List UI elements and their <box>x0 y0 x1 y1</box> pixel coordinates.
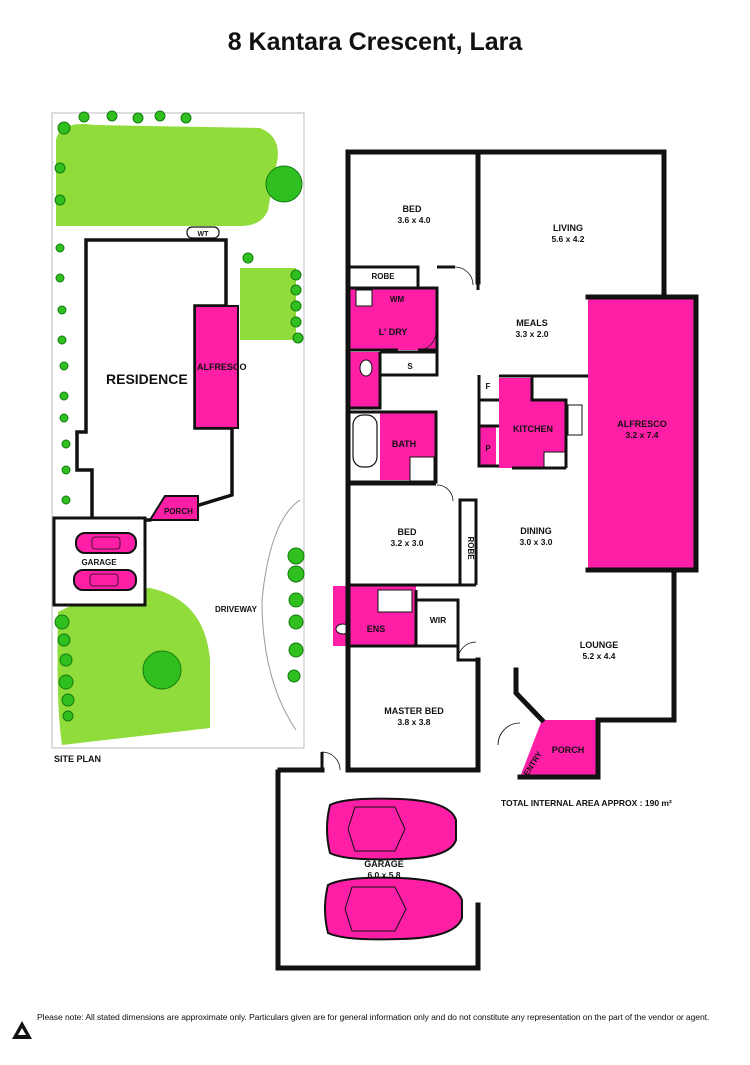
washing-machine <box>355 289 373 307</box>
total-area: TOTAL INTERNAL AREA APPROX : 190 m² <box>501 798 672 808</box>
bed2-size: 3.6 x 4.0 <box>397 215 430 225</box>
pantry-area <box>479 426 496 466</box>
garage-label: GARAGE <box>364 859 404 869</box>
site-porch-label: PORCH <box>164 507 193 516</box>
wall-alfresco <box>585 294 699 573</box>
wall-porch <box>517 717 601 780</box>
side-lawn <box>240 268 296 340</box>
site-alfresco <box>194 305 239 429</box>
site-driveway-label: DRIVEWAY <box>215 605 258 614</box>
house-plan: BED 3.6 x 4.0 LIVING 5.6 x 4.2 ROBE WM L… <box>275 149 699 971</box>
rear-lawn <box>57 588 210 745</box>
meals-label: MEALS <box>516 318 548 328</box>
wall-garage <box>275 769 481 971</box>
wall-fridge <box>477 375 499 468</box>
toilet <box>359 359 373 377</box>
wall-lounge-angle <box>513 667 546 724</box>
water-tank <box>186 226 220 239</box>
site-car-1 <box>75 532 137 554</box>
dining-size: 3.0 x 3.0 <box>519 537 552 547</box>
garage-car-1 <box>326 797 457 861</box>
wall-laundry <box>350 265 439 352</box>
laundry-label: L' DRY <box>379 327 408 337</box>
bed3-size: 3.2 x 3.0 <box>390 538 423 548</box>
wall-toilet <box>350 352 382 410</box>
site-plan: WT RESIDENCE ALFRESCO PORCH GARAGE DRIVE… <box>51 110 305 764</box>
ens-label: ENS <box>367 624 386 634</box>
bathtub <box>352 414 378 468</box>
bed3-label: BED <box>397 527 417 537</box>
agency-logo-icon <box>12 1021 32 1039</box>
master-label: MASTER BED <box>384 706 444 716</box>
site-garage-label: GARAGE <box>81 558 117 567</box>
wall-bath <box>350 410 438 484</box>
wall-robe2 <box>458 498 478 585</box>
site-plan-caption: SITE PLAN <box>54 754 101 764</box>
wall-lounge-east <box>595 567 677 723</box>
alfresco-size: 3.2 x 7.4 <box>625 430 658 440</box>
page-title: 8 Kantara Crescent, Lara <box>227 28 523 56</box>
ensuite-shower <box>377 589 413 613</box>
site-car-2 <box>73 569 137 591</box>
fridge-label: F <box>486 382 491 391</box>
wm-label: WM <box>390 295 405 304</box>
cooktop <box>543 451 567 469</box>
shower <box>409 456 435 482</box>
wall-living-north <box>475 149 667 300</box>
dining-label: DINING <box>520 526 552 536</box>
lounge-label: LOUNGE <box>580 640 619 650</box>
site-alfresco-label: ALFRESCO <box>197 362 247 372</box>
porch-area <box>520 720 598 777</box>
wir-label: WIR <box>430 615 447 625</box>
shrubs <box>54 110 305 722</box>
lounge-size: 5.2 x 4.4 <box>582 651 615 661</box>
wall-master-north <box>350 644 478 662</box>
garage-car-2 <box>324 876 463 941</box>
alfresco-area <box>588 297 696 570</box>
storage-label: S <box>407 362 413 371</box>
kitchen-sink <box>567 404 583 436</box>
site-residence-label: RESIDENCE <box>106 371 188 387</box>
pantry-label: P <box>485 444 491 453</box>
wall-fridge-bay <box>479 398 499 428</box>
wall-storage <box>380 350 439 377</box>
door-swings <box>321 266 521 771</box>
living-label: LIVING <box>553 223 583 233</box>
master-size: 3.8 x 3.8 <box>397 717 430 727</box>
bath-label: BATH <box>392 439 416 449</box>
water-tank-label: WT <box>198 231 210 238</box>
site-porch <box>148 495 199 521</box>
front-lawn <box>56 124 278 226</box>
kitchen-label: KITCHEN <box>513 424 553 434</box>
garage-size: 6.0 x 5.8 <box>367 870 400 880</box>
bed2-label: BED <box>402 204 422 214</box>
wall-kitchen <box>499 374 568 468</box>
disclaimer: Please note: All stated dimensions are a… <box>37 1012 710 1022</box>
driveway-edge <box>261 499 301 731</box>
alfresco-label: ALFRESCO <box>617 419 667 429</box>
meals-size: 3.3 x 2.0 <box>515 329 548 339</box>
living-size: 5.6 x 4.2 <box>551 234 584 244</box>
porch-label: PORCH <box>552 745 585 755</box>
robe1-label: ROBE <box>371 272 395 281</box>
robe2-label: ROBE <box>466 536 475 560</box>
